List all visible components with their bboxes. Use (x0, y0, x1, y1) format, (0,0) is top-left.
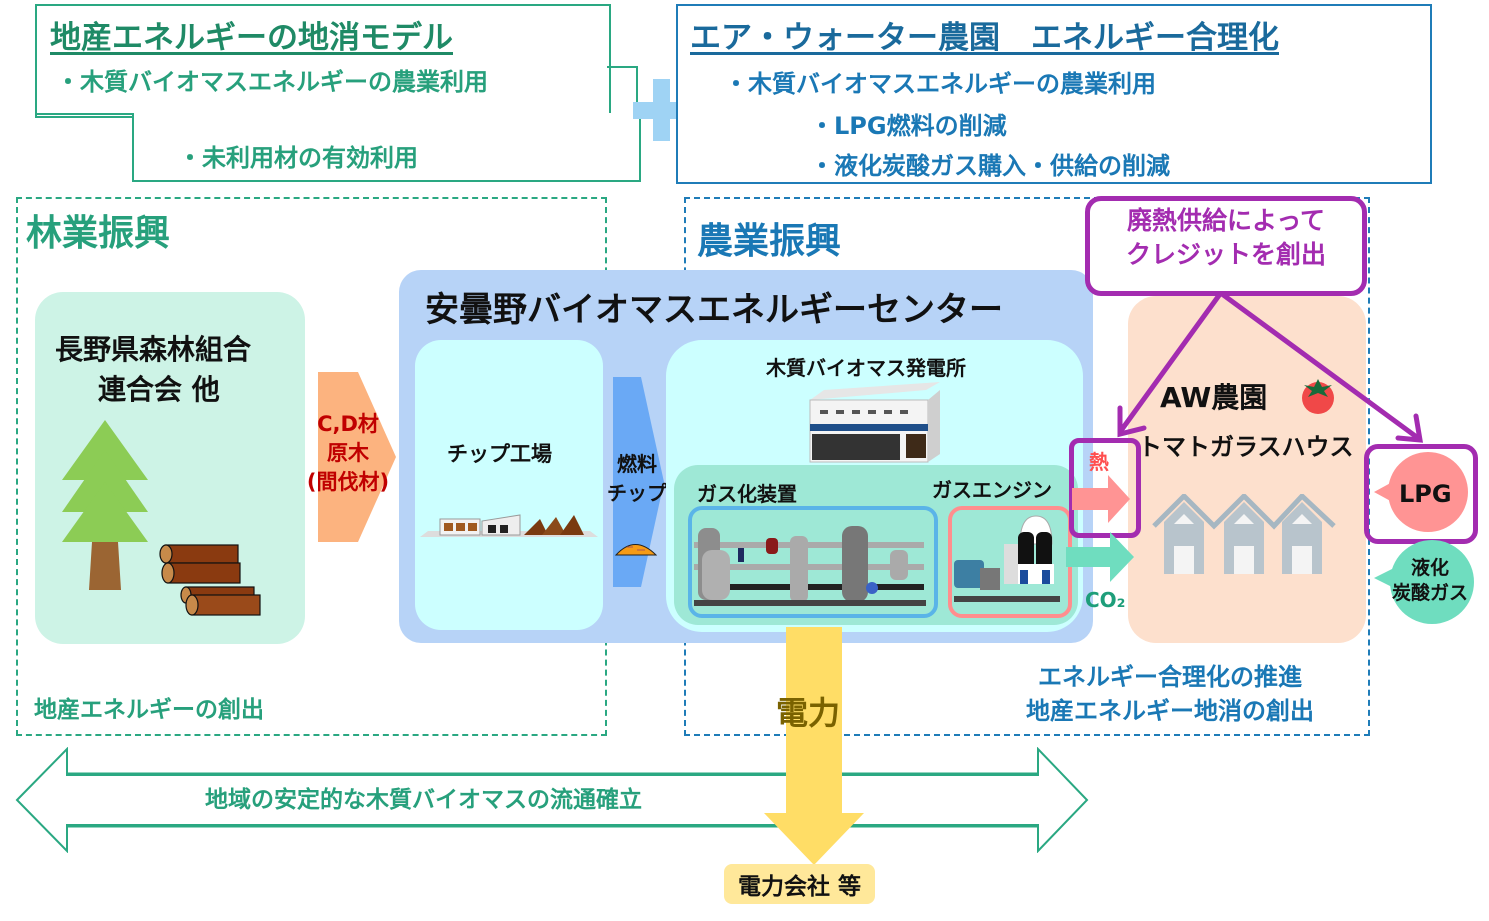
fuel-chip-label: 燃料 チップ (602, 450, 672, 508)
agriculture-heading: 農業振興 (697, 221, 842, 262)
fuel-label-line-1: 燃料 (617, 452, 657, 476)
supply-arrow-label: C,D材 原木 (間伐材) (298, 410, 398, 497)
top-right-item-3: ・液化炭酸ガス購入・供給の削減 (810, 152, 1170, 180)
agriculture-footer-line-2: 地産エネルギー地消の創出 (1026, 697, 1314, 725)
wood-chip-icon (615, 544, 657, 556)
power-plant-icon (809, 382, 940, 463)
top-right-title: エア・ウォーター農園 エネルギー合理化 (690, 20, 1279, 56)
gasifier-label: ガス化装置 (697, 482, 797, 506)
top-right-box (676, 4, 1432, 184)
supply-label-line-1: C,D材 (317, 412, 379, 436)
liquefied-co2-line-2: 炭酸ガス (1391, 582, 1468, 604)
agriculture-footer-line-1: エネルギー合理化の推進 (1038, 663, 1302, 691)
top-left-title: 地産エネルギーの地消モデル (50, 20, 453, 56)
co2-gas-bubble (1374, 540, 1474, 624)
power-label: 電力 (776, 694, 841, 732)
credit-box-text: 廃熱供給によって クレジットを創出 (1090, 204, 1362, 272)
credit-line-1: 廃熱供給によって (1126, 206, 1325, 235)
farm-card (1128, 296, 1366, 643)
top-left-box-lower (132, 113, 641, 182)
liquefied-co2-line-1: 液化 (1410, 557, 1449, 579)
top-right-item-1: ・木質バイオマスエネルギーの農業利用 (724, 70, 1156, 98)
tomato-greenhouse-label: トマトガラスハウス (1138, 433, 1354, 461)
distribution-label: 地域の安定的な木質バイオマスの流通確立 (205, 787, 642, 813)
forest-org-name-1: 長野県森林組合 (55, 333, 252, 366)
agriculture-footer: エネルギー合理化の推進 地産エネルギー地消の創出 (990, 660, 1350, 728)
gasifier-frame (688, 506, 938, 618)
chip-factory-label: チップ工場 (447, 442, 552, 466)
gas-engine-label: ガスエンジン (932, 478, 1052, 502)
heat-arrow (1072, 475, 1130, 523)
divider (607, 113, 638, 115)
tree-icon (62, 420, 148, 590)
co2-label: CO₂ (1085, 588, 1126, 612)
fuel-chip-arrow (613, 377, 664, 587)
credit-arrow-heat (1117, 291, 1223, 435)
forestry-heading: 林業振興 (26, 213, 171, 254)
lpg-bubble (1374, 452, 1468, 532)
top-left-item-2: ・未利用材の有効利用 (178, 144, 418, 172)
tomato-icon (1302, 379, 1334, 414)
gasifier-equipment-icon (694, 526, 926, 606)
credit-line-2: クレジットを創出 (1125, 240, 1326, 269)
credit-arrows (1117, 291, 1423, 443)
supply-label-line-3: (間伐材) (306, 470, 390, 494)
power-plant-label: 木質バイオマス発電所 (766, 356, 966, 380)
heat-label: 熱 (1089, 450, 1109, 474)
heat-box (1069, 438, 1141, 538)
top-left-box-upper (35, 4, 611, 118)
connector-line (35, 113, 132, 115)
energy-center-title: 安曇野バイオマスエネルギーセンター (425, 290, 1003, 330)
top-left-item-1: ・木質バイオマスエネルギーの農業利用 (56, 68, 488, 96)
chip-factory-card (415, 340, 603, 630)
supply-label-line-2: 原木 (327, 441, 369, 465)
co2-arrow (1066, 532, 1134, 582)
forest-org-name-2: 連合会 他 (98, 373, 220, 406)
fuel-label-line-2: チップ (607, 481, 667, 505)
greenhouse-icon (1152, 494, 1336, 574)
connector-line (607, 66, 638, 68)
supply-arrow (318, 372, 396, 542)
gas-engine-equipment-icon (954, 515, 1060, 602)
top-right-item-2: ・LPG燃料の削減 (810, 112, 1007, 140)
power-arrow (764, 627, 864, 865)
logs-icon (159, 544, 261, 616)
farm-name: AW農園 (1160, 381, 1268, 414)
credit-box (1085, 196, 1367, 296)
credit-arrow-lpg (1219, 291, 1421, 441)
connector-line (636, 66, 638, 114)
chip-factory-icon (420, 514, 598, 537)
forestry-footer: 地産エネルギーの創出 (34, 697, 264, 723)
power-company-label: 電力会社 等 (724, 864, 876, 904)
lpg-label: LPG (1399, 480, 1452, 508)
distribution-double-arrow (15, 747, 1089, 853)
liquefied-co2-label: 液化 炭酸ガス (1374, 556, 1486, 606)
